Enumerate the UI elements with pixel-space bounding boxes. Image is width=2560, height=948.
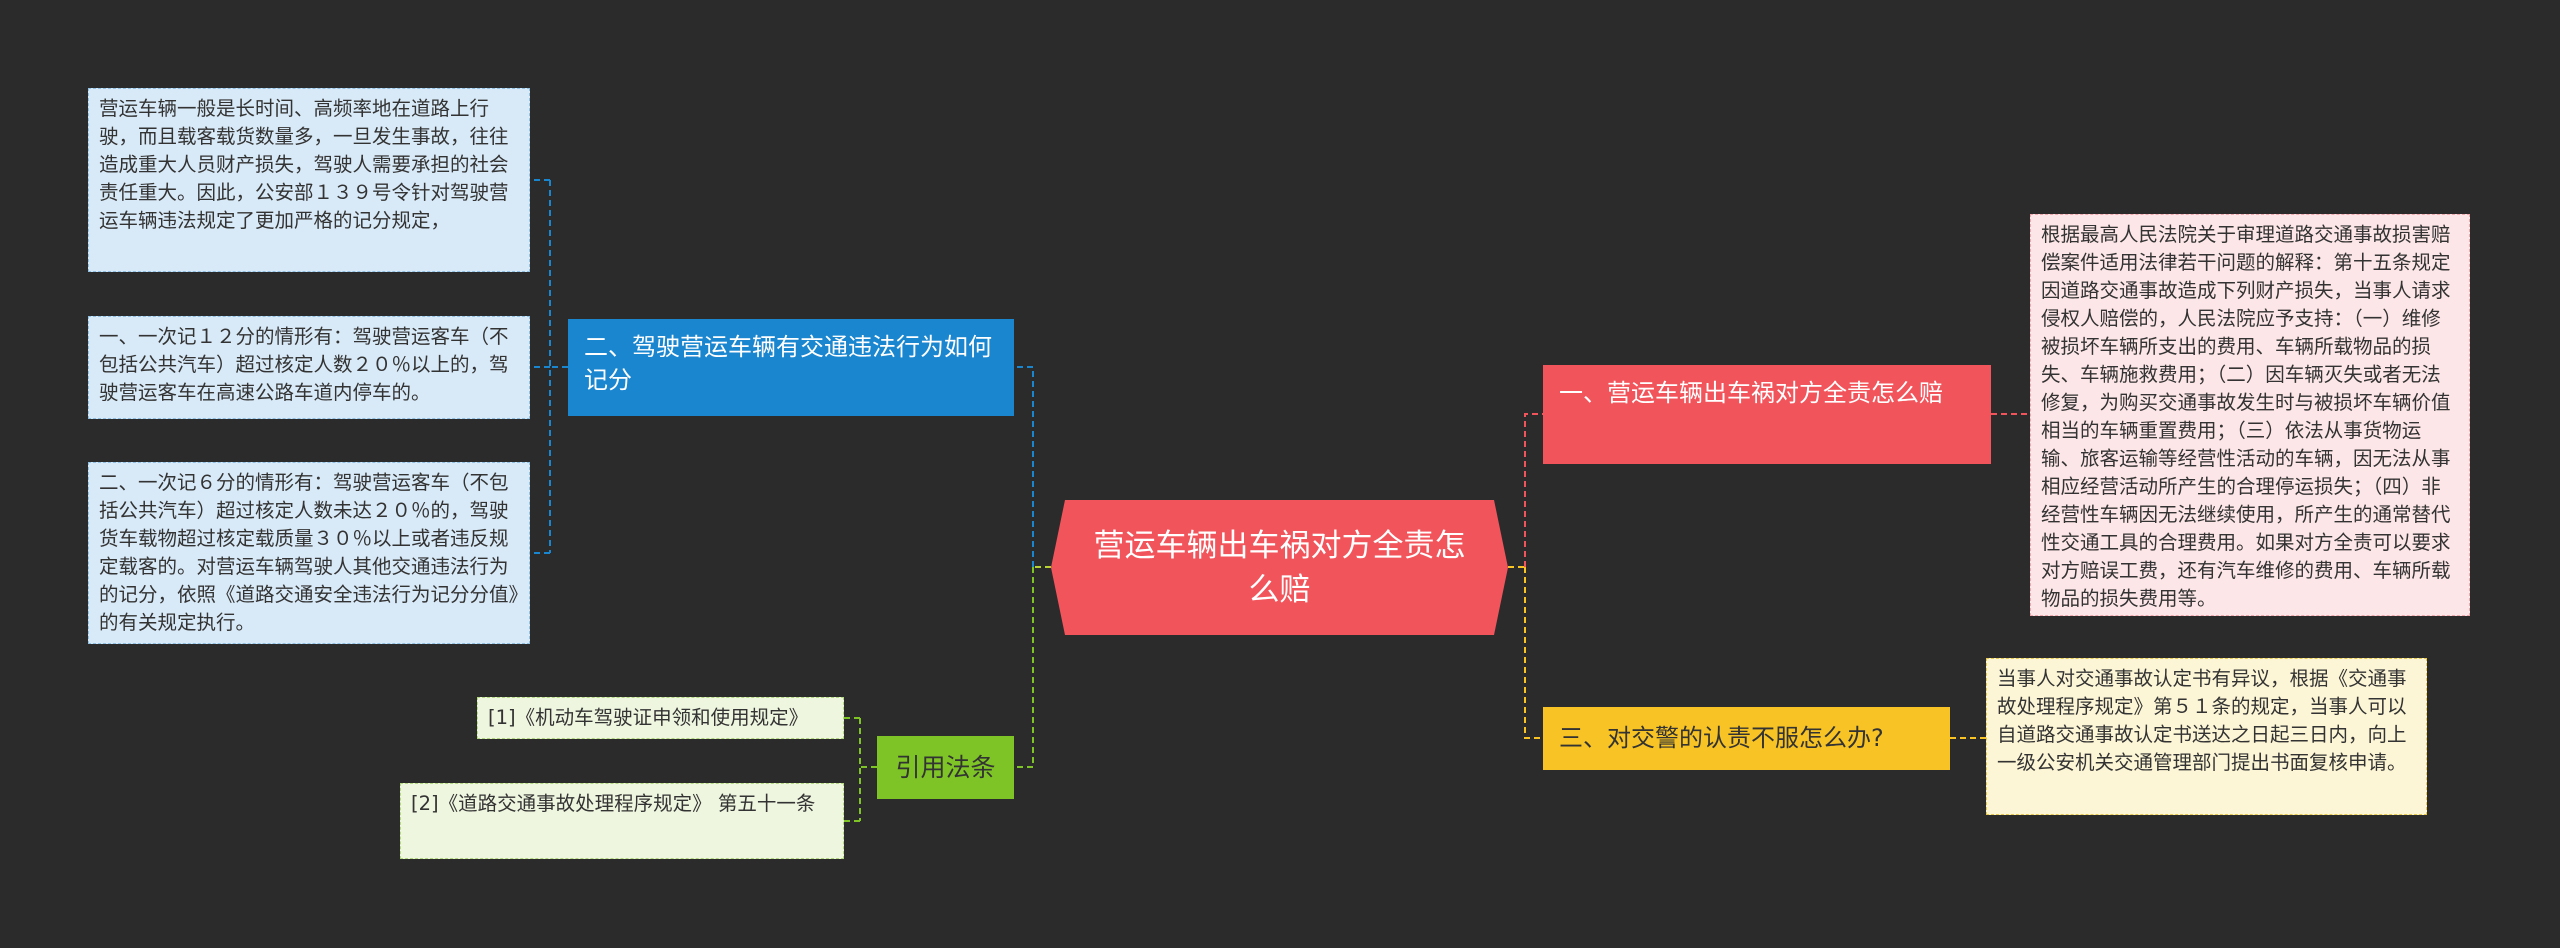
branch-scoring[interactable]: 二、驾驶营运车辆有交通违法行为如何记分 (568, 319, 1014, 416)
branch-citations[interactable]: 引用法条 (877, 736, 1014, 799)
leaf-citation-2-text: [2]《道路交通事故处理程序规定》 第五十一条 (411, 792, 816, 815)
leaf-scoring-6-text: 二、一次记６分的情形有：驾驶营运客车（不包括公共汽车）超过核定人数未达２０％的，… (99, 471, 519, 634)
root-topic-label: 营运车辆出车祸对方全责怎么赔 (1093, 527, 1466, 608)
leaf-scoring-12-points[interactable]: 一、一次记１２分的情形有：驾驶营运客车（不包括公共汽车）超过核定人数２０％以上的… (88, 316, 530, 419)
leaf-dispute-text: 当事人对交通事故认定书有异议，根据《交通事故处理程序规定》第５１条的规定，当事人… (1997, 667, 2407, 774)
leaf-dispute-detail[interactable]: 当事人对交通事故认定书有异议，根据《交通事故处理程序规定》第５１条的规定，当事人… (1986, 658, 2427, 815)
branch-citations-label: 引用法条 (895, 753, 996, 782)
root-topic[interactable]: 营运车辆出车祸对方全责怎么赔 (1051, 500, 1508, 635)
branch-dispute[interactable]: 三、对交警的认责不服怎么办? (1543, 707, 1950, 770)
connector-blue-leaves (530, 179, 568, 554)
leaf-scoring-6-points[interactable]: 二、一次记６分的情形有：驾驶营运客车（不包括公共汽车）超过核定人数未达２０％的，… (88, 462, 530, 644)
branch-scoring-label: 二、驾驶营运车辆有交通违法行为如何记分 (584, 333, 992, 394)
branch-dispute-label: 三、对交警的认责不服怎么办? (1559, 724, 1884, 752)
leaf-citation-1[interactable]: [1]《机动车驾驶证申领和使用规定》 (477, 697, 844, 739)
connector-left-trunk-blue (1014, 366, 1034, 567)
connector-left-trunk-green (1014, 567, 1034, 768)
leaf-compensation-text: 根据最高人民法院关于审理道路交通事故损害赔偿案件适用法律若干问题的解释：第十五条… (2041, 223, 2451, 610)
leaf-citation-2[interactable]: [2]《道路交通事故处理程序规定》 第五十一条 (400, 783, 844, 859)
leaf-scoring-intro[interactable]: 营运车辆一般是长时间、高频率地在道路上行驶，而且载客载货数量多，一旦发生事故，往… (88, 88, 530, 272)
branch-compensation[interactable]: 一、营运车辆出车祸对方全责怎么赔 (1543, 365, 1991, 464)
connector-right-trunk-yellow (1524, 567, 1543, 739)
branch-compensation-label: 一、营运车辆出车祸对方全责怎么赔 (1559, 379, 1943, 407)
connector-right-trunk-red (1524, 413, 1543, 567)
leaf-compensation-detail[interactable]: 根据最高人民法院关于审理道路交通事故损害赔偿案件适用法律若干问题的解释：第十五条… (2030, 214, 2470, 616)
leaf-citation-1-text: [1]《机动车驾驶证申领和使用规定》 (488, 706, 809, 729)
leaf-scoring-intro-text: 营运车辆一般是长时间、高频率地在道路上行驶，而且载客载货数量多，一旦发生事故，往… (99, 97, 509, 232)
leaf-scoring-12-text: 一、一次记１２分的情形有：驾驶营运客车（不包括公共汽车）超过核定人数２０％以上的… (99, 325, 509, 404)
connector-green-leaves (844, 717, 877, 822)
